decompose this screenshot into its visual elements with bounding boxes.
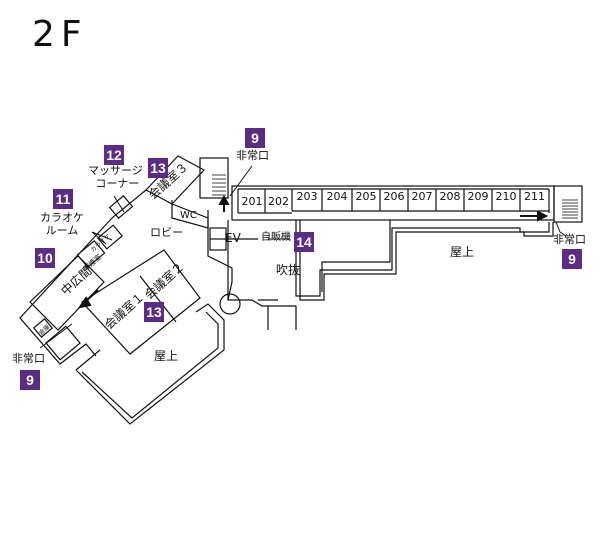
room-209: 209 — [467, 189, 489, 203]
exit-label-center: 非常口 — [236, 149, 269, 162]
lobby-label: ロビー — [150, 226, 183, 239]
badge-exit-center: 9 — [245, 128, 265, 148]
roof-label-west: 屋上 — [154, 349, 179, 363]
wc-label: WC — [180, 210, 197, 221]
exit-label-east: 非常口 — [553, 233, 586, 246]
karaoke-label: カラオケ ルーム — [40, 211, 84, 237]
badge-hall: 10 — [35, 248, 55, 268]
vending-label: 自販機 — [261, 232, 291, 243]
floor-title: 2F — [32, 14, 88, 55]
room-211: 211 — [524, 189, 545, 203]
room-203: 203 — [296, 189, 318, 203]
badge-massage: 12 — [104, 145, 124, 165]
room-210: 210 — [495, 189, 517, 203]
badge-meeting-3: 13 — [148, 158, 168, 178]
room-205: 205 — [355, 189, 377, 203]
karaoke-label-line1: カラオケ — [40, 211, 84, 224]
badge-exit-west: 9 — [20, 370, 40, 390]
ev-label: EV — [225, 231, 241, 245]
room-201: 201 — [241, 194, 263, 208]
room-206: 206 — [383, 189, 405, 203]
room-202: 202 — [268, 194, 289, 208]
room-207: 207 — [411, 189, 433, 203]
atrium-label: 吹抜 — [276, 263, 301, 277]
room-204: 204 — [326, 189, 348, 203]
massage-label: マッサージ コーナー — [88, 164, 143, 190]
exit-label-west: 非常口 — [12, 352, 45, 365]
badge-meeting-1-2: 13 — [144, 302, 164, 322]
massage-label-line1: マッサージ — [88, 164, 143, 177]
room-208: 208 — [439, 189, 461, 203]
badge-exit-east: 9 — [562, 249, 582, 269]
roof-label-east: 屋上 — [450, 245, 475, 259]
badge-vending: 14 — [294, 232, 314, 252]
massage-label-line2: コーナー — [95, 176, 140, 190]
karaoke-label-line2: ルーム — [45, 223, 79, 237]
badge-karaoke: 11 — [53, 189, 73, 209]
